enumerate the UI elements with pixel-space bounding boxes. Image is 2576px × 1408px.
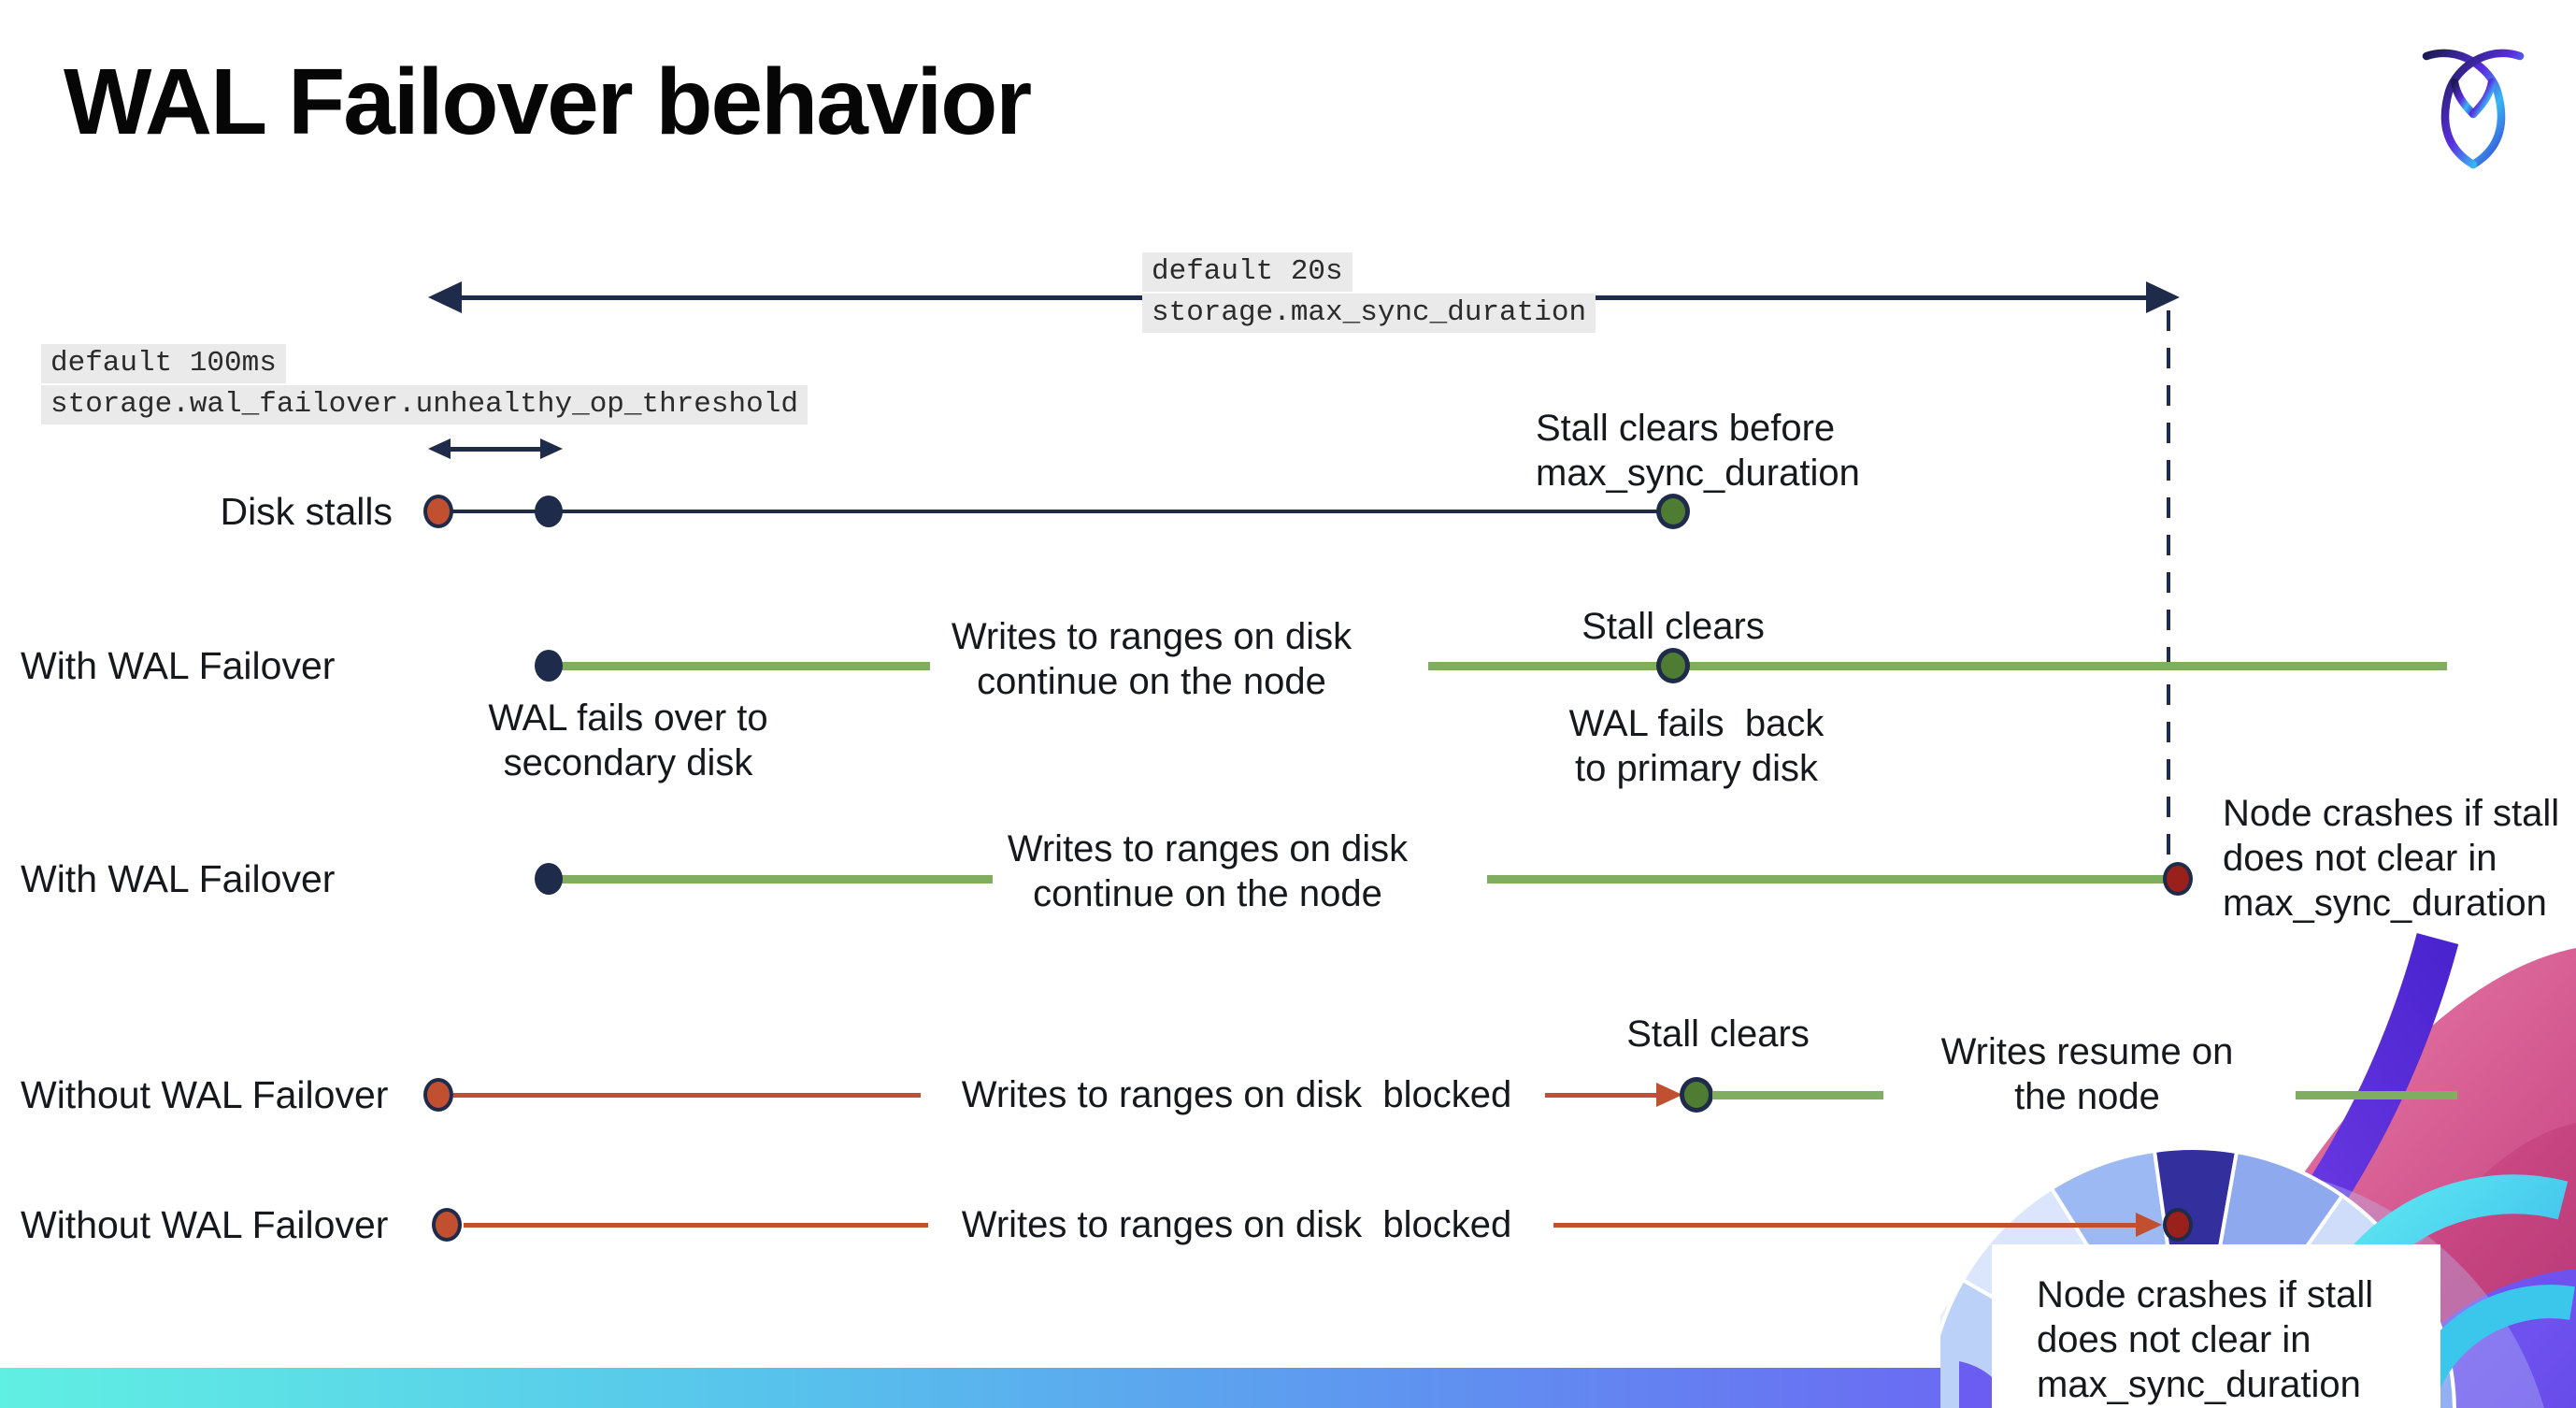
blocked-writes-line [453, 1093, 921, 1098]
threshold-span-line [445, 447, 548, 452]
row-label-with-wal-failover-1: With WAL Failover [21, 644, 336, 687]
row-label-without-wal-failover-2: Without WAL Failover [21, 1203, 389, 1246]
row-label-with-wal-failover-2: With WAL Failover [21, 857, 336, 900]
node-crash-note: Node crashes if stall does not clear in … [2223, 793, 2560, 924]
stall-clears-before-note: Stall clears before max_sync_duration [1536, 408, 1860, 494]
node-crash-dot [2163, 862, 2193, 896]
max-sync-duration-dashed-line [2167, 310, 2170, 858]
stall-start-dot [432, 1208, 462, 1242]
failover-dot [535, 650, 563, 682]
stall-clears-dot [1656, 648, 1690, 683]
node-crash-note: Node crashes if stall does not clear in … [2037, 1274, 2374, 1405]
unhealthy-op-threshold-setting-label: default 100ms storage.wal_failover.unhea… [41, 344, 808, 426]
writes-resume-note: Writes resume on the node [1940, 1031, 2234, 1117]
writes-continue-note: Writes to ranges on disk continue on the… [951, 616, 1352, 702]
setting-name: storage.max_sync_duration [1142, 294, 1596, 333]
blocked-writes-line [1553, 1223, 2136, 1228]
page-title: WAL Failover behavior [64, 50, 1032, 154]
setting-default-value: default 20s [1142, 252, 1352, 292]
row-label-disk-stalls: Disk stalls [220, 490, 393, 533]
healthy-writes-line [561, 875, 993, 884]
threshold-reached-dot [535, 496, 563, 527]
row-label-without-wal-failover-1: Without WAL Failover [21, 1073, 389, 1116]
stall-clears-label: Stall clears [1626, 1013, 1810, 1055]
resumed-writes-line [2296, 1091, 2457, 1099]
setting-default-value: default 100ms [41, 344, 286, 383]
failback-note: WAL fails back to primary disk [1568, 703, 1825, 789]
arrow-right-icon [2136, 1213, 2162, 1237]
node-crash-dot [2163, 1208, 2193, 1242]
max-sync-duration-setting-label: default 20s storage.max_sync_duration [1142, 252, 1596, 335]
blocked-writes-line [1545, 1093, 1659, 1098]
writes-blocked-note: Writes to ranges on disk blocked [961, 1074, 1512, 1115]
blocked-writes-line [464, 1223, 928, 1228]
healthy-writes-line [561, 662, 930, 670]
resumed-writes-line [1712, 1091, 1883, 1099]
arrow-left-icon [428, 281, 462, 313]
cockroachdb-logo-icon [2422, 49, 2525, 169]
arrow-right-icon [540, 438, 563, 459]
healthy-writes-line [1428, 662, 2447, 670]
arrow-left-icon [428, 438, 451, 459]
disk-stall-timeline [438, 510, 1673, 513]
setting-name: storage.wal_failover.unhealthy_op_thresh… [41, 385, 808, 424]
healthy-writes-line [1487, 875, 2170, 884]
arrow-right-icon [1656, 1083, 1682, 1107]
stall-clears-dot [1656, 494, 1690, 529]
crash-callout-box: Node crashes if stall does not clear in … [1992, 1244, 2440, 1408]
stall-start-dot [423, 1078, 453, 1112]
stall-clears-dot [1680, 1077, 1713, 1113]
failover-note: WAL fails over to secondary disk [488, 697, 768, 783]
arrow-right-icon [2146, 281, 2180, 313]
stall-start-dot [423, 495, 453, 528]
stall-clears-label: Stall clears [1581, 606, 1765, 647]
failover-dot [535, 863, 563, 895]
writes-continue-note: Writes to ranges on disk continue on the… [1007, 828, 1409, 914]
writes-blocked-note: Writes to ranges on disk blocked [961, 1204, 1512, 1245]
